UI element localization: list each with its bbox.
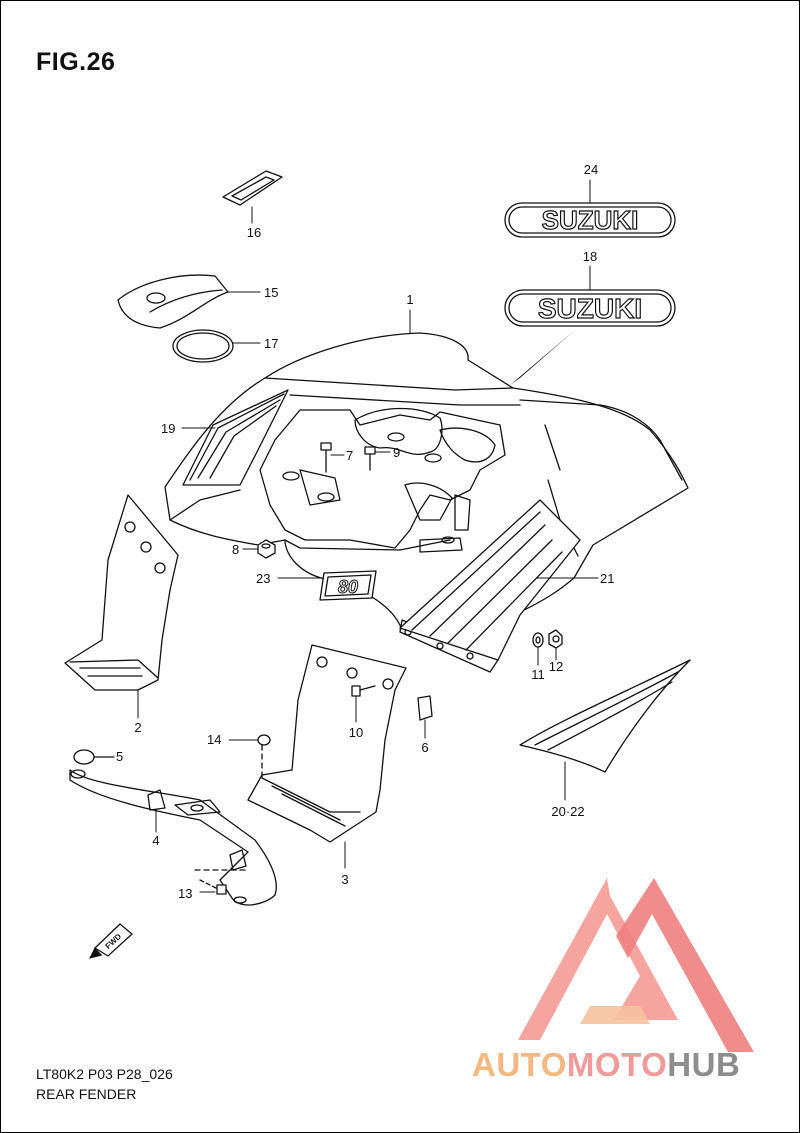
part-13-bolt[interactable]: [199, 879, 227, 895]
part-12-nut[interactable]: [548, 629, 563, 649]
callout-16: 16: [247, 225, 261, 240]
callout-17: 17: [264, 336, 278, 351]
callout-14: 14: [207, 732, 221, 747]
decal-shadow: [510, 330, 575, 385]
part-17-oring[interactable]: [172, 329, 234, 363]
part-24-decal[interactable]: [504, 202, 676, 238]
footer-name: REAR FENDER: [36, 1086, 137, 1102]
decal-text-lower: SUZUKI: [538, 293, 642, 324]
watermark-part-2: MOTO: [566, 1046, 668, 1083]
callout-12: 12: [549, 659, 563, 674]
callout-5: 5: [116, 749, 123, 764]
callout-15: 15: [264, 285, 278, 300]
part-5-cap[interactable]: [73, 749, 115, 765]
callout-20-22: 20·22: [551, 804, 584, 819]
callout-2: 2: [134, 720, 141, 735]
part-7-bolt[interactable]: [320, 442, 332, 473]
figure-title: FIG.26: [36, 48, 116, 76]
part-23-badge[interactable]: [319, 570, 377, 601]
callout-8: 8: [232, 542, 239, 557]
part-20-22-decal[interactable]: [519, 659, 691, 773]
part-9-bolt[interactable]: [364, 446, 376, 471]
callout-19: 19: [161, 421, 175, 436]
callout-4: 4: [152, 833, 159, 848]
callout-6: 6: [421, 740, 428, 755]
callout-24: 24: [584, 162, 598, 177]
callout-13: 13: [178, 886, 192, 901]
watermark-text: AUTOMOTOHUB: [472, 1046, 740, 1084]
callout-11: 11: [531, 667, 545, 682]
callout-18: 18: [583, 249, 597, 264]
callout-23: 23: [256, 571, 270, 586]
part-1-rear-fender[interactable]: [164, 332, 689, 673]
callout-10: 10: [349, 725, 363, 740]
callout-3: 3: [341, 872, 348, 887]
part-16-pad[interactable]: [222, 170, 283, 206]
part-8-nut[interactable]: [257, 539, 276, 559]
part-2-mud-flap[interactable]: [64, 494, 179, 691]
fwd-arrow-icon: FWD: [89, 923, 133, 959]
badge-text: 80: [338, 577, 358, 597]
callout-1: 1: [406, 292, 413, 307]
footer-code: LT80K2 P03 P28_026: [36, 1066, 173, 1082]
callout-21: 21: [600, 571, 614, 586]
part-15-cushion[interactable]: [117, 274, 229, 329]
callout-7: 7: [346, 448, 353, 463]
part-3-mud-flap[interactable]: [247, 644, 407, 843]
part-14-screw[interactable]: [257, 734, 271, 781]
part-6-clip[interactable]: [417, 695, 433, 721]
watermark-part-1: AUTO: [472, 1046, 567, 1083]
part-4-bracket[interactable]: [69, 769, 277, 906]
watermark-logo: [518, 878, 754, 1052]
callout-9: 9: [393, 445, 400, 460]
watermark-part-3: HUB: [667, 1046, 741, 1083]
part-11-washer[interactable]: [532, 632, 544, 648]
part-21-stripe[interactable]: [399, 499, 581, 661]
part-19-stripe[interactable]: [182, 389, 289, 486]
decal-text-upper: SUZUKI: [542, 205, 639, 235]
